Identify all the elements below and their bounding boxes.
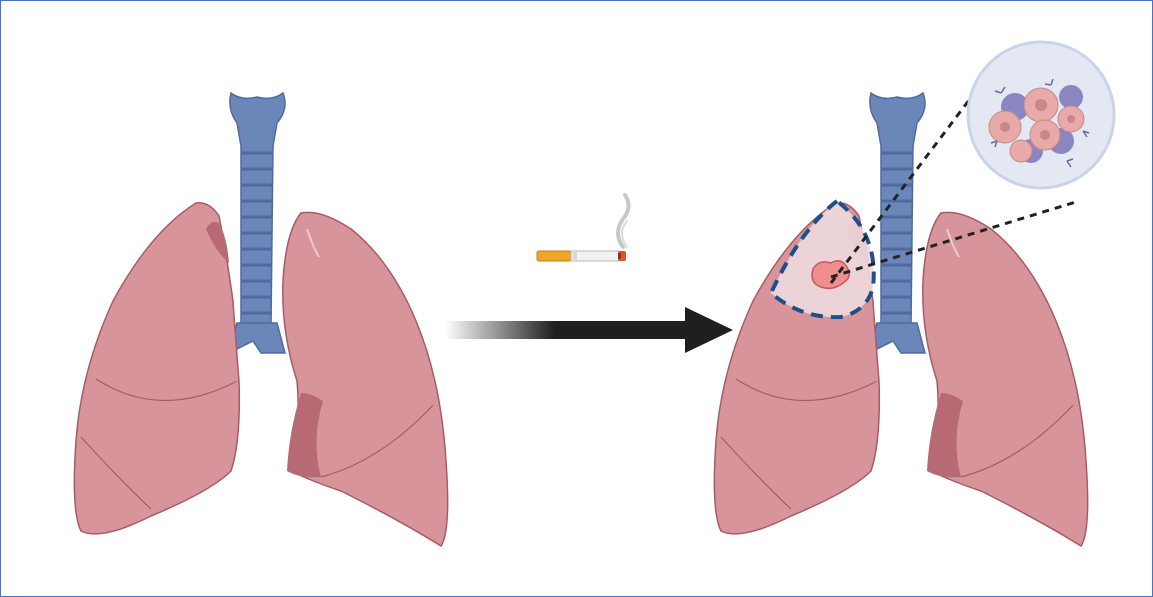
healthy-lungs <box>72 91 450 548</box>
tumor <box>811 260 850 290</box>
cigarette-icon <box>536 193 631 262</box>
affected-lungs <box>712 91 1090 548</box>
tumor-microenvironment <box>988 78 1090 168</box>
tumor-region <box>768 198 876 320</box>
progression-arrow-icon <box>445 307 733 353</box>
magnifier-callout-icon <box>829 40 1116 284</box>
